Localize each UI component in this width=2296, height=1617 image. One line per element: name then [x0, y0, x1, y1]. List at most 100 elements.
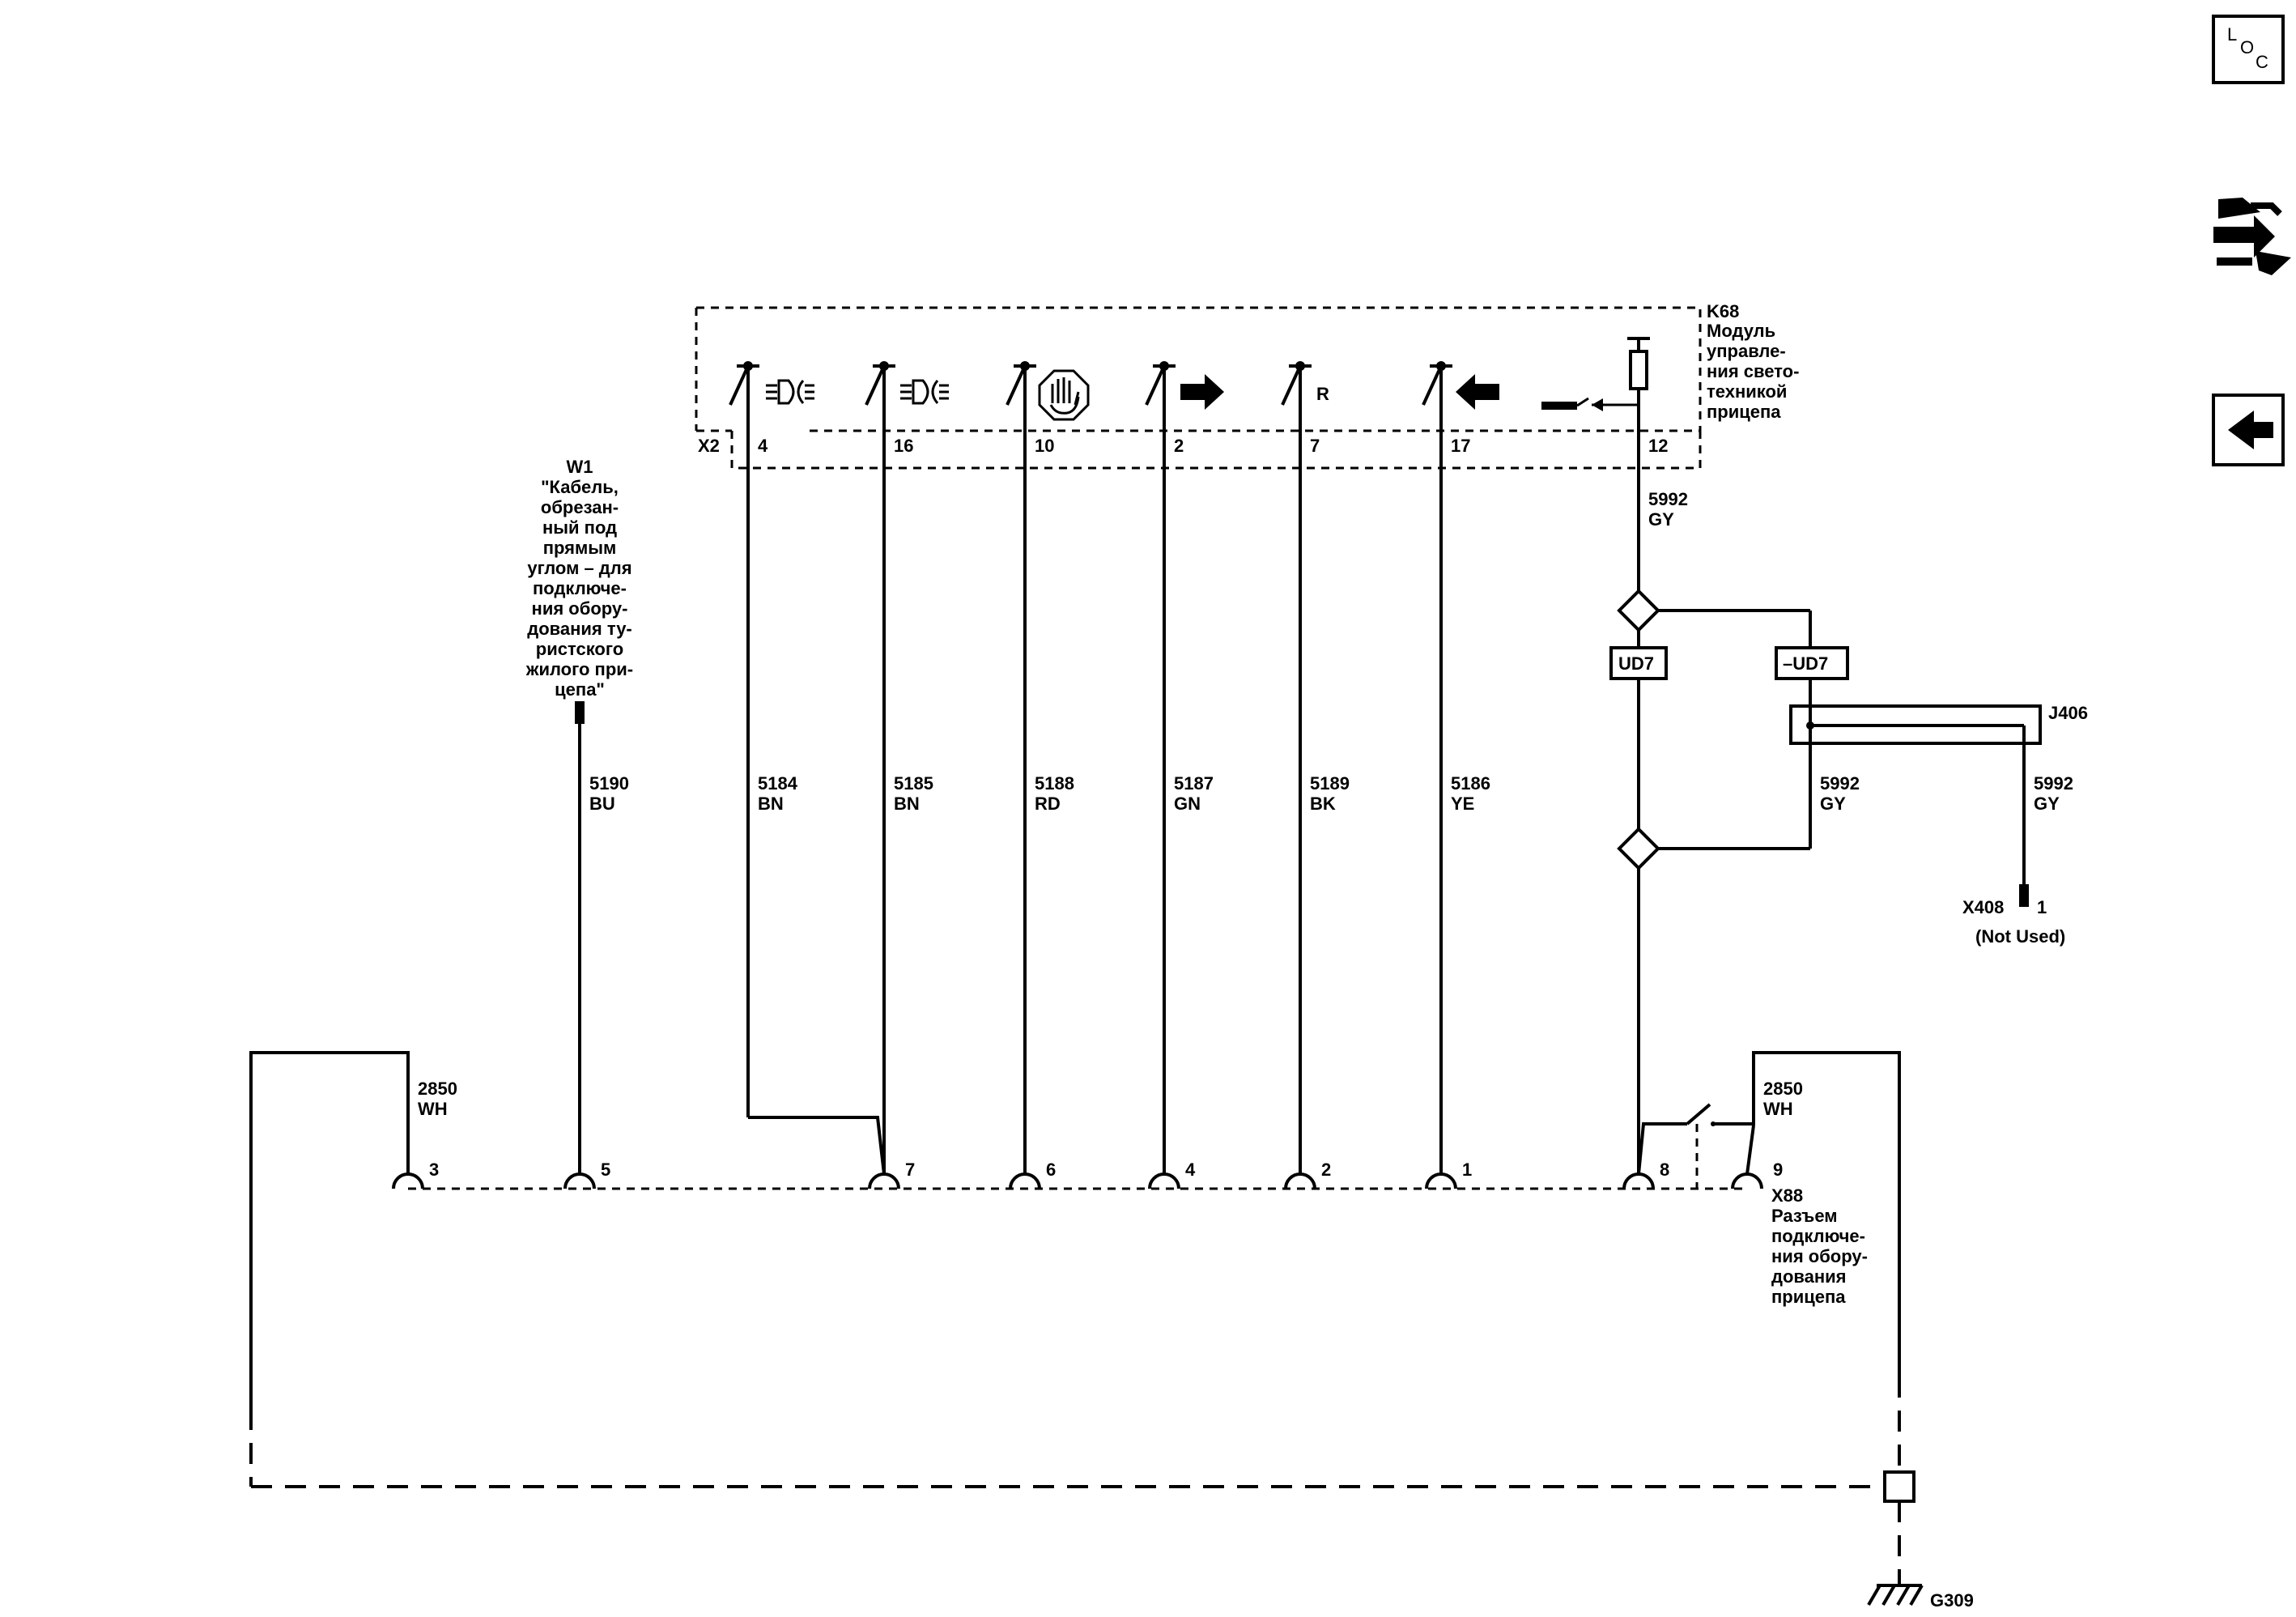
- k68-ref: K68: [1707, 301, 1739, 321]
- module-switches: [729, 361, 1452, 406]
- x88-pin-6: 6: [1046, 1160, 1056, 1180]
- x88-pin-9: 9: [1773, 1160, 1783, 1180]
- ud7-label: UD7: [1618, 653, 1654, 674]
- x88-connector: [392, 1172, 1763, 1190]
- switch-pin-2: [1145, 361, 1176, 406]
- x88-pin-8: 8: [1660, 1160, 1669, 1180]
- gy-right-circuit: 5992: [2034, 773, 2073, 794]
- switch-pin-10: [1006, 361, 1036, 406]
- wh-left-circuit: 2850: [418, 1079, 457, 1099]
- x2-connector-label: X2: [698, 436, 720, 456]
- x2-pin-12: 12: [1648, 436, 1668, 456]
- loc-button[interactable]: L O C: [2212, 15, 2285, 84]
- w1-label: W1 "Кабель, обрезан- ный под прямым угло…: [525, 457, 633, 700]
- not-ud7-label: –UD7: [1783, 653, 1828, 674]
- wire-5188-circuit: 5188: [1035, 773, 1074, 794]
- x88-name-line-1: Разъем: [1771, 1206, 1838, 1226]
- wire-5190-color: BU: [589, 794, 615, 814]
- x408-note: (Not Used): [1975, 926, 2065, 947]
- svg-text:подключе-: подключе-: [533, 578, 627, 598]
- x2-pin-10: 10: [1035, 436, 1054, 456]
- wire-5185-circuit: 5185: [894, 773, 933, 794]
- gy-circuit: [1609, 468, 2042, 1174]
- k68-name-line-4: техникой: [1707, 381, 1787, 402]
- k68-module-box: [695, 306, 1702, 470]
- wh-loop: [249, 1051, 1915, 1579]
- switch-pin-17: [1422, 361, 1452, 406]
- ground-label: G309: [1930, 1590, 1974, 1611]
- wire-5189-circuit: 5189: [1310, 773, 1350, 794]
- x88-pin-7: 7: [905, 1160, 915, 1180]
- resistor-ground-icon: [1541, 337, 1650, 468]
- wire-5190-circuit: 5190: [589, 773, 629, 794]
- svg-text:обрезан-: обрезан-: [541, 497, 619, 517]
- switch-pin-16: [865, 361, 895, 406]
- wire-5187-color: GN: [1174, 794, 1201, 814]
- x88-pin-2: 2: [1321, 1160, 1331, 1180]
- wire-5184-circuit: 5184: [758, 773, 798, 794]
- x88-ref: X88: [1771, 1185, 1803, 1206]
- gy-right-color: GY: [2034, 794, 2060, 814]
- gy-top-circuit: 5992: [1648, 489, 1688, 509]
- x88-pin-5: 5: [601, 1160, 610, 1180]
- switch-pin-7: [1281, 361, 1312, 406]
- left-turn-arrow-icon: [1456, 374, 1499, 410]
- k68-name-line-5: прицепа: [1707, 402, 1781, 422]
- x2-pin-7: 7: [1310, 436, 1320, 456]
- svg-text:жилого при-: жилого при-: [525, 659, 633, 679]
- x88-name-line-4: дования: [1771, 1266, 1847, 1287]
- wh-left-color: WH: [418, 1099, 448, 1119]
- x88-pin-4: 4: [1185, 1160, 1196, 1180]
- ground-icon: [1867, 1579, 1924, 1606]
- back-arrow-button[interactable]: [2212, 394, 2285, 466]
- svg-text:цепа": цепа": [555, 679, 605, 700]
- x408-pin: 1: [2037, 897, 2047, 917]
- x88-name-line-5: прицепа: [1771, 1287, 1846, 1307]
- svg-text:дования ту-: дования ту-: [527, 619, 632, 639]
- reverse-R-icon: R: [1316, 384, 1329, 404]
- loc-letter-o: O: [2240, 37, 2254, 57]
- right-turn-arrow-icon: [1180, 374, 1224, 410]
- x2-pin-4: 4: [758, 436, 768, 456]
- svg-text:прямым: прямым: [543, 538, 617, 558]
- wire-5188-color: RD: [1035, 794, 1061, 814]
- circuit-wires: [575, 366, 1443, 1175]
- svg-text:"Кабель,: "Кабель,: [541, 477, 619, 497]
- loc-letter-l: L: [2227, 24, 2237, 45]
- switch-pin-4: [729, 361, 759, 406]
- gy-mid-circuit: 5992: [1820, 773, 1860, 794]
- x88-name-line-2: подключе-: [1771, 1226, 1865, 1246]
- gy-top-color: GY: [1648, 509, 1674, 530]
- x88-pin-3: 3: [429, 1160, 439, 1180]
- x2-pin-16: 16: [894, 436, 913, 456]
- wire-5189-color: BK: [1310, 794, 1336, 814]
- x2-pin-17: 17: [1451, 436, 1470, 456]
- k68-name-line-2: управле-: [1707, 341, 1786, 361]
- gy-mid-color: GY: [1820, 794, 1846, 814]
- x2-pin-2: 2: [1174, 436, 1184, 456]
- k68-name-line-3: ния свето-: [1707, 361, 1799, 381]
- tail-light-icon: [900, 379, 949, 405]
- wire-5185-color: BN: [894, 794, 920, 814]
- loc-letter-c: C: [2256, 52, 2268, 72]
- svg-text:W1: W1: [567, 457, 593, 477]
- wire-5184-color: BN: [758, 794, 784, 814]
- svg-text:ный под: ный под: [542, 517, 617, 538]
- tail-light-icon: [766, 379, 814, 405]
- wire-5186-circuit: 5186: [1451, 773, 1490, 794]
- x408-ref: X408: [1962, 897, 2004, 917]
- brake-hand-icon: [1038, 369, 1090, 421]
- wire-5186-color: YE: [1451, 794, 1474, 814]
- svg-text:ристского: ристского: [536, 639, 623, 659]
- svg-text:ния обору-: ния обору-: [532, 598, 628, 619]
- x88-pin-1: 1: [1462, 1160, 1472, 1180]
- k68-name-line-1: Модуль: [1707, 321, 1775, 341]
- wire-5187-circuit: 5187: [1174, 773, 1214, 794]
- back-arrow-icon: [2228, 411, 2273, 449]
- x88-name-line-3: ния обору-: [1771, 1246, 1868, 1266]
- wh-right-circuit: 2850: [1763, 1079, 1803, 1099]
- j406-label: J406: [2048, 703, 2088, 723]
- wh-right-color: WH: [1763, 1099, 1793, 1119]
- connector-tool-icon[interactable]: [2213, 198, 2291, 275]
